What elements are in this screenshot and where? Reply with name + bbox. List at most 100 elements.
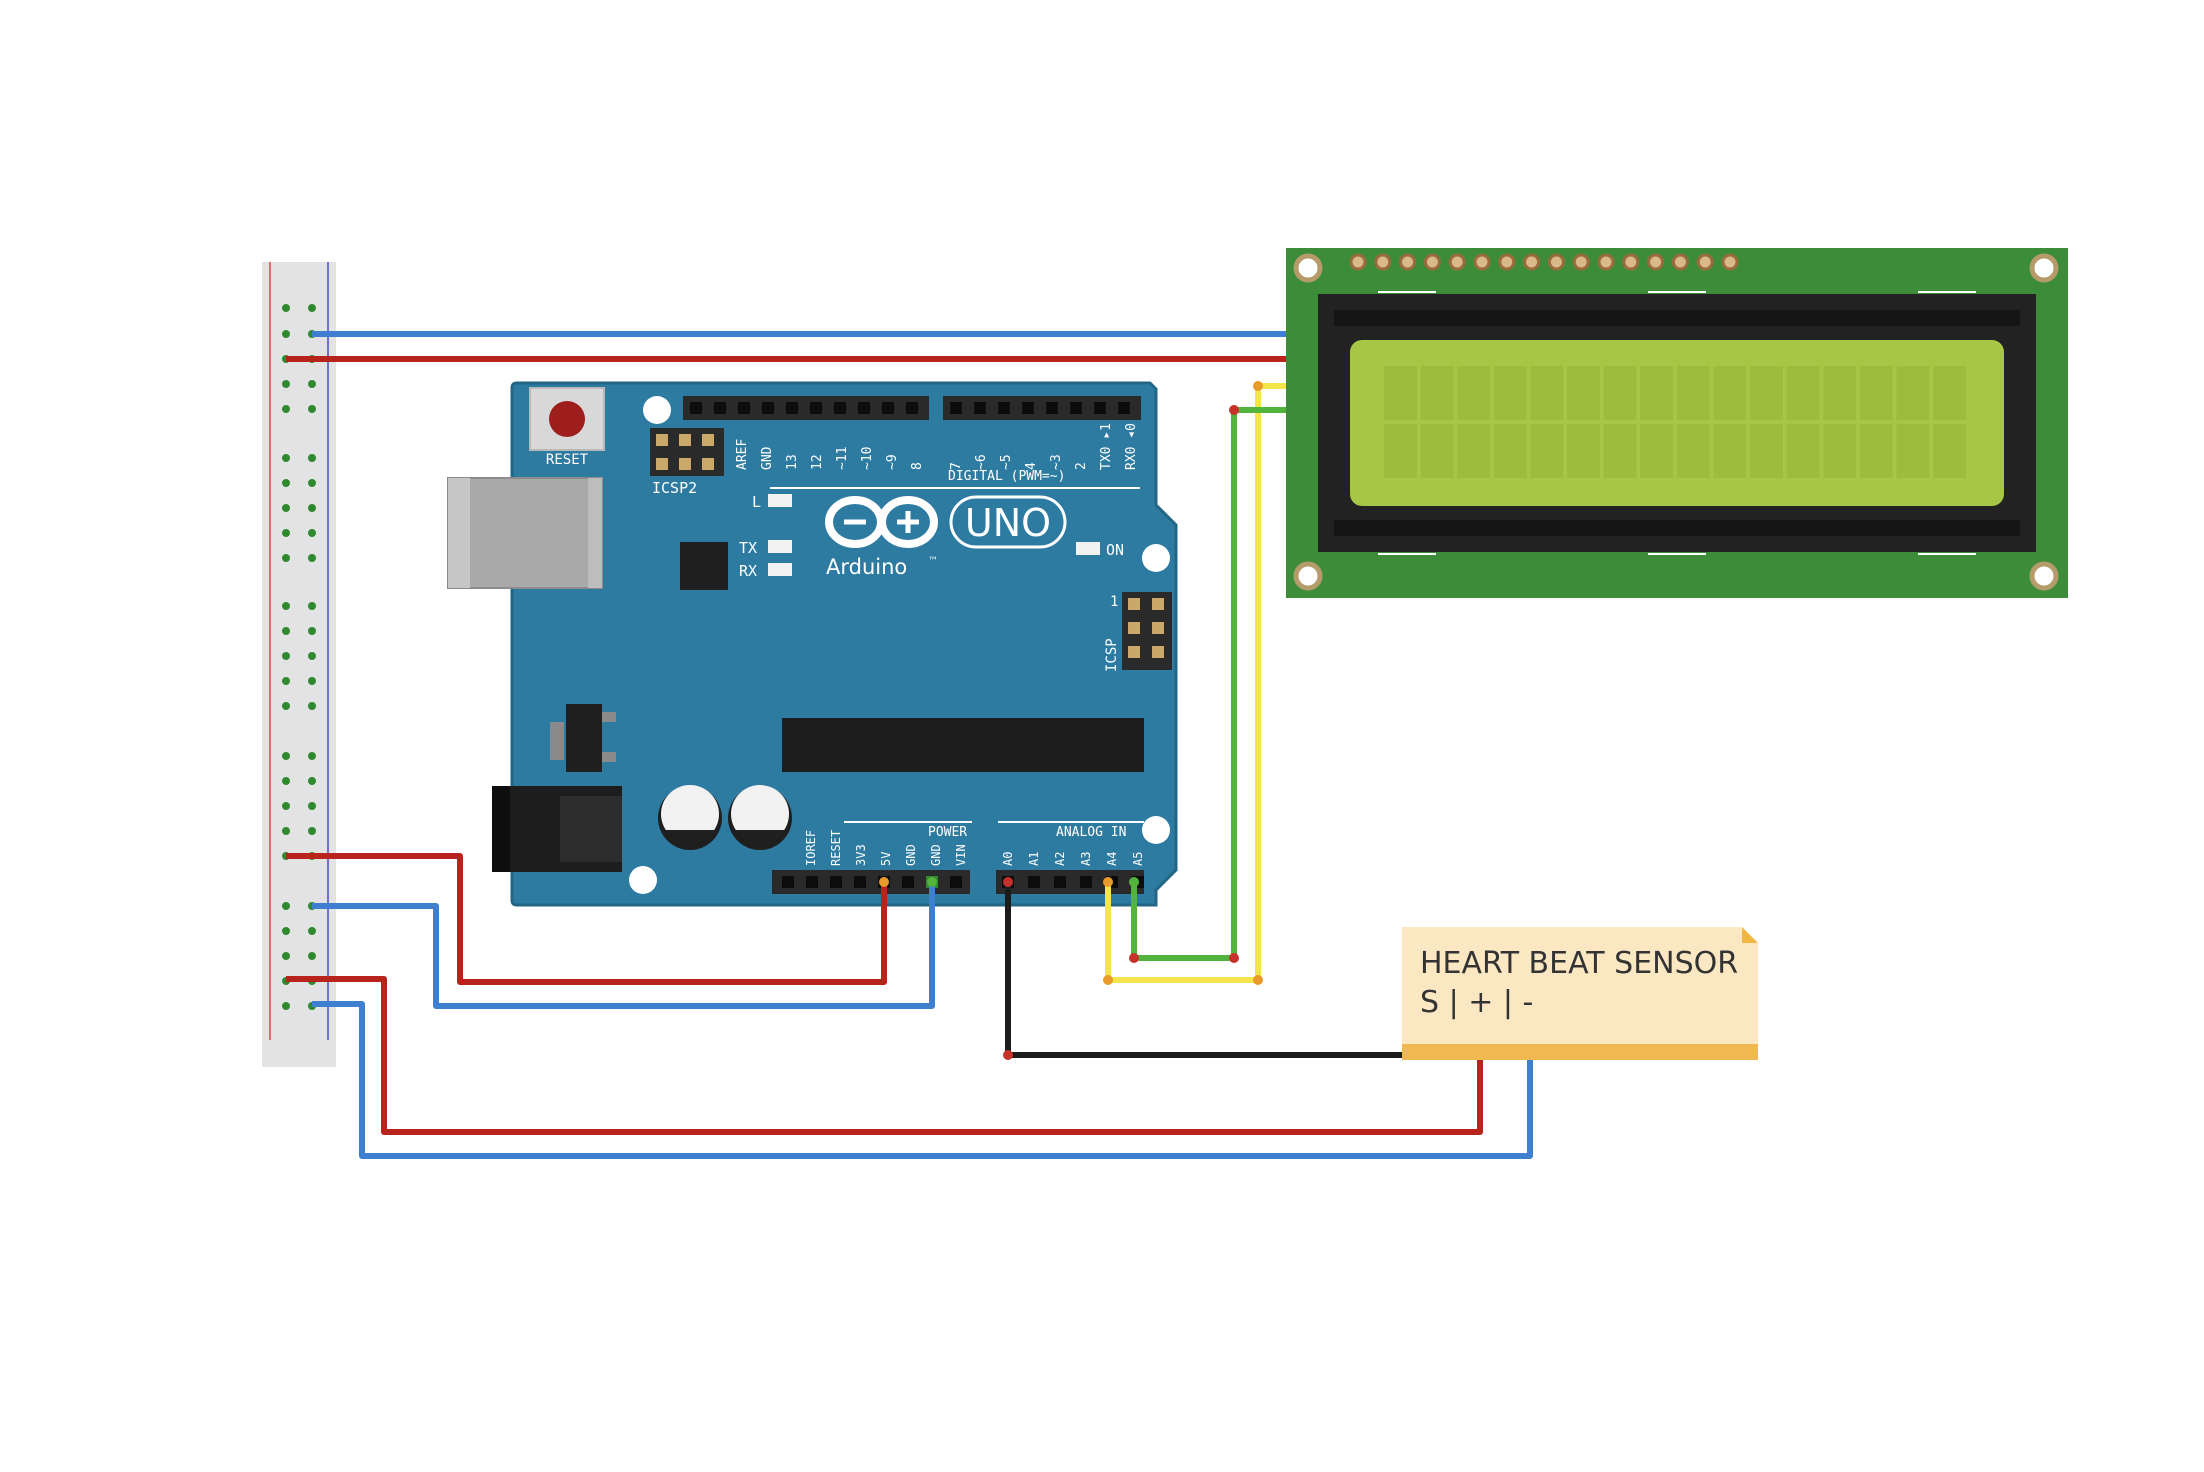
digital-pin-label: ~9 <box>885 454 900 470</box>
breadboard-hole[interactable] <box>308 752 316 760</box>
header-hole[interactable] <box>1118 402 1130 414</box>
lcd-cell <box>1933 424 1966 478</box>
arduino-logo <box>825 495 1067 549</box>
header-hole[interactable] <box>1080 876 1092 888</box>
breadboard-hole[interactable] <box>282 952 290 960</box>
lcd-cell <box>1457 424 1491 478</box>
digital-pin-label: AREF <box>735 439 750 470</box>
header-hole[interactable] <box>1054 876 1066 888</box>
header-hole[interactable] <box>950 876 962 888</box>
breadboard-hole[interactable] <box>282 752 290 760</box>
header-hole[interactable] <box>854 876 866 888</box>
header-hole[interactable] <box>1070 402 1082 414</box>
atmega-chip <box>782 718 1144 772</box>
header-hole[interactable] <box>1022 402 1034 414</box>
breadboard-hole[interactable] <box>282 677 290 685</box>
lcd-cell <box>1823 366 1857 420</box>
header-hole[interactable] <box>1046 402 1058 414</box>
header-hole[interactable] <box>830 876 842 888</box>
breadboard-hole[interactable] <box>308 602 316 610</box>
power-label: POWER <box>928 825 967 840</box>
header-hole[interactable] <box>858 402 870 414</box>
power-pin-label: 3V3 <box>854 844 868 866</box>
sensor-title: HEART BEAT SENSOR <box>1420 946 1738 981</box>
breadboard-hole[interactable] <box>308 827 316 835</box>
breadboard-hole[interactable] <box>282 405 290 413</box>
breadboard-hole[interactable] <box>282 454 290 462</box>
lcd-cell <box>1859 424 1893 478</box>
digital-pin-label: 7 <box>949 462 964 470</box>
breadboard-hole[interactable] <box>308 479 316 487</box>
breadboard-hole[interactable] <box>282 304 290 312</box>
digital-pin-label: RX0 ◂0 <box>1124 423 1139 470</box>
breadboard-hole[interactable] <box>282 902 290 910</box>
breadboard-hole[interactable] <box>282 1002 290 1010</box>
dc-power-jack <box>492 786 622 872</box>
breadboard-hole[interactable] <box>282 380 290 388</box>
digital-pin-label: GND <box>760 446 775 470</box>
breadboard-hole[interactable] <box>282 554 290 562</box>
breadboard-hole[interactable] <box>308 529 316 537</box>
wire-blue-sensor-gnd <box>312 1001 1533 1159</box>
power-pin-label: IOREF <box>804 830 818 866</box>
header-hole[interactable] <box>810 402 822 414</box>
breadboard-hole[interactable] <box>282 330 290 338</box>
breadboard-hole[interactable] <box>282 927 290 935</box>
lcd-cell <box>1750 424 1783 478</box>
breadboard-hole[interactable] <box>308 952 316 960</box>
header-hole[interactable] <box>834 402 846 414</box>
header-hole[interactable] <box>974 402 986 414</box>
breadboard-hole[interactable] <box>308 927 316 935</box>
breadboard-hole[interactable] <box>308 777 316 785</box>
icsp-pin <box>1128 646 1140 658</box>
breadboard-hole[interactable] <box>308 454 316 462</box>
wire-blue-gnd <box>312 882 935 1009</box>
header-hole[interactable] <box>1028 876 1040 888</box>
breadboard-hole[interactable] <box>308 677 316 685</box>
led-l-label: L <box>752 493 761 511</box>
digital-pin-label: ~5 <box>999 454 1014 470</box>
header-hole[interactable] <box>714 402 726 414</box>
header-hole[interactable] <box>998 402 1010 414</box>
breadboard-hole[interactable] <box>282 529 290 537</box>
breadboard-hole[interactable] <box>308 405 316 413</box>
digital-pin-label: 2 <box>1074 462 1089 470</box>
power-pin-label: VIN <box>954 844 968 866</box>
lcd-cell <box>1713 424 1747 478</box>
lcd-pin <box>1721 253 1739 271</box>
header-hole[interactable] <box>902 876 914 888</box>
header-hole[interactable] <box>882 402 894 414</box>
breadboard-hole[interactable] <box>308 702 316 710</box>
breadboard-hole[interactable] <box>282 479 290 487</box>
header-hole[interactable] <box>950 402 962 414</box>
header-hole[interactable] <box>690 402 702 414</box>
header-hole[interactable] <box>782 876 794 888</box>
breadboard-hole[interactable] <box>282 504 290 512</box>
breadboard-hole[interactable] <box>308 802 316 810</box>
breadboard-hole[interactable] <box>282 627 290 635</box>
power-pin-label: GND <box>929 844 943 866</box>
breadboard-hole[interactable] <box>282 827 290 835</box>
breadboard-hole[interactable] <box>308 504 316 512</box>
header-hole[interactable] <box>1094 402 1106 414</box>
wire-black-sensor-signal <box>1005 882 1402 1058</box>
icsp-pin <box>702 434 714 446</box>
breadboard-hole[interactable] <box>282 702 290 710</box>
breadboard-hole[interactable] <box>282 602 290 610</box>
header-hole[interactable] <box>786 402 798 414</box>
icsp-pin <box>656 458 668 470</box>
breadboard-hole[interactable] <box>308 652 316 660</box>
header-hole[interactable] <box>806 876 818 888</box>
breadboard-hole[interactable] <box>308 627 316 635</box>
lcd-pin <box>1448 253 1466 271</box>
breadboard-hole[interactable] <box>282 802 290 810</box>
breadboard-hole[interactable] <box>308 380 316 388</box>
header-hole[interactable] <box>738 402 750 414</box>
header-hole[interactable] <box>906 402 918 414</box>
breadboard-hole[interactable] <box>282 777 290 785</box>
breadboard-hole[interactable] <box>308 304 316 312</box>
breadboard-hole[interactable] <box>308 554 316 562</box>
breadboard-hole[interactable] <box>282 652 290 660</box>
reset-button[interactable] <box>529 387 605 451</box>
header-hole[interactable] <box>762 402 774 414</box>
